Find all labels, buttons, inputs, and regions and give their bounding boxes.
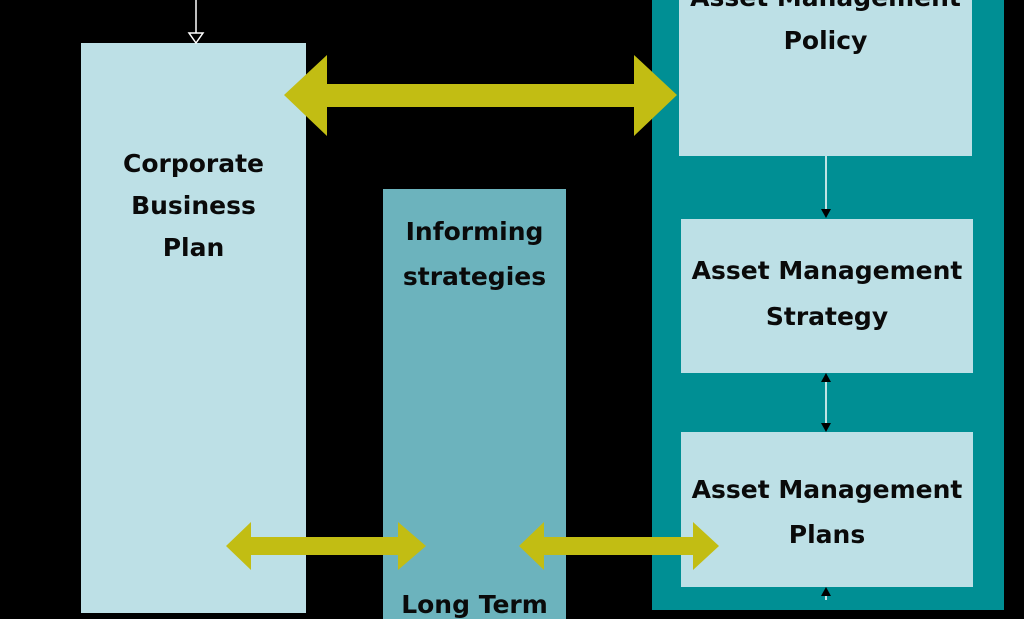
corporate-business-plan-box: Corporate Business Plan (81, 43, 306, 613)
am-policy-box: Asset Management Policy (679, 0, 972, 156)
connector-policy-strategy (821, 156, 831, 218)
corporate-business-plan-label: Corporate Business Plan (122, 149, 265, 262)
connector-plans-bottom (821, 587, 831, 600)
am-strategy-label: Asset Management Strategy (691, 256, 963, 331)
arrow-corporate-informing (226, 522, 426, 570)
diagram-connectors (187, 0, 831, 600)
am-plans-label: Asset Management Plans (691, 475, 963, 549)
am-plans-box: Asset Management Plans (681, 432, 973, 587)
am-strategy-box: Asset Management Strategy (681, 219, 973, 373)
connector-strategy-plans (821, 373, 831, 432)
connector-top-into-corporate (187, 0, 205, 45)
arrow-informing-plans (519, 522, 719, 570)
arrow-corporate-policy (284, 55, 677, 136)
informing-strategies-label: Informing strategies (402, 217, 547, 291)
am-policy-label: Asset Management Policy (690, 0, 961, 55)
